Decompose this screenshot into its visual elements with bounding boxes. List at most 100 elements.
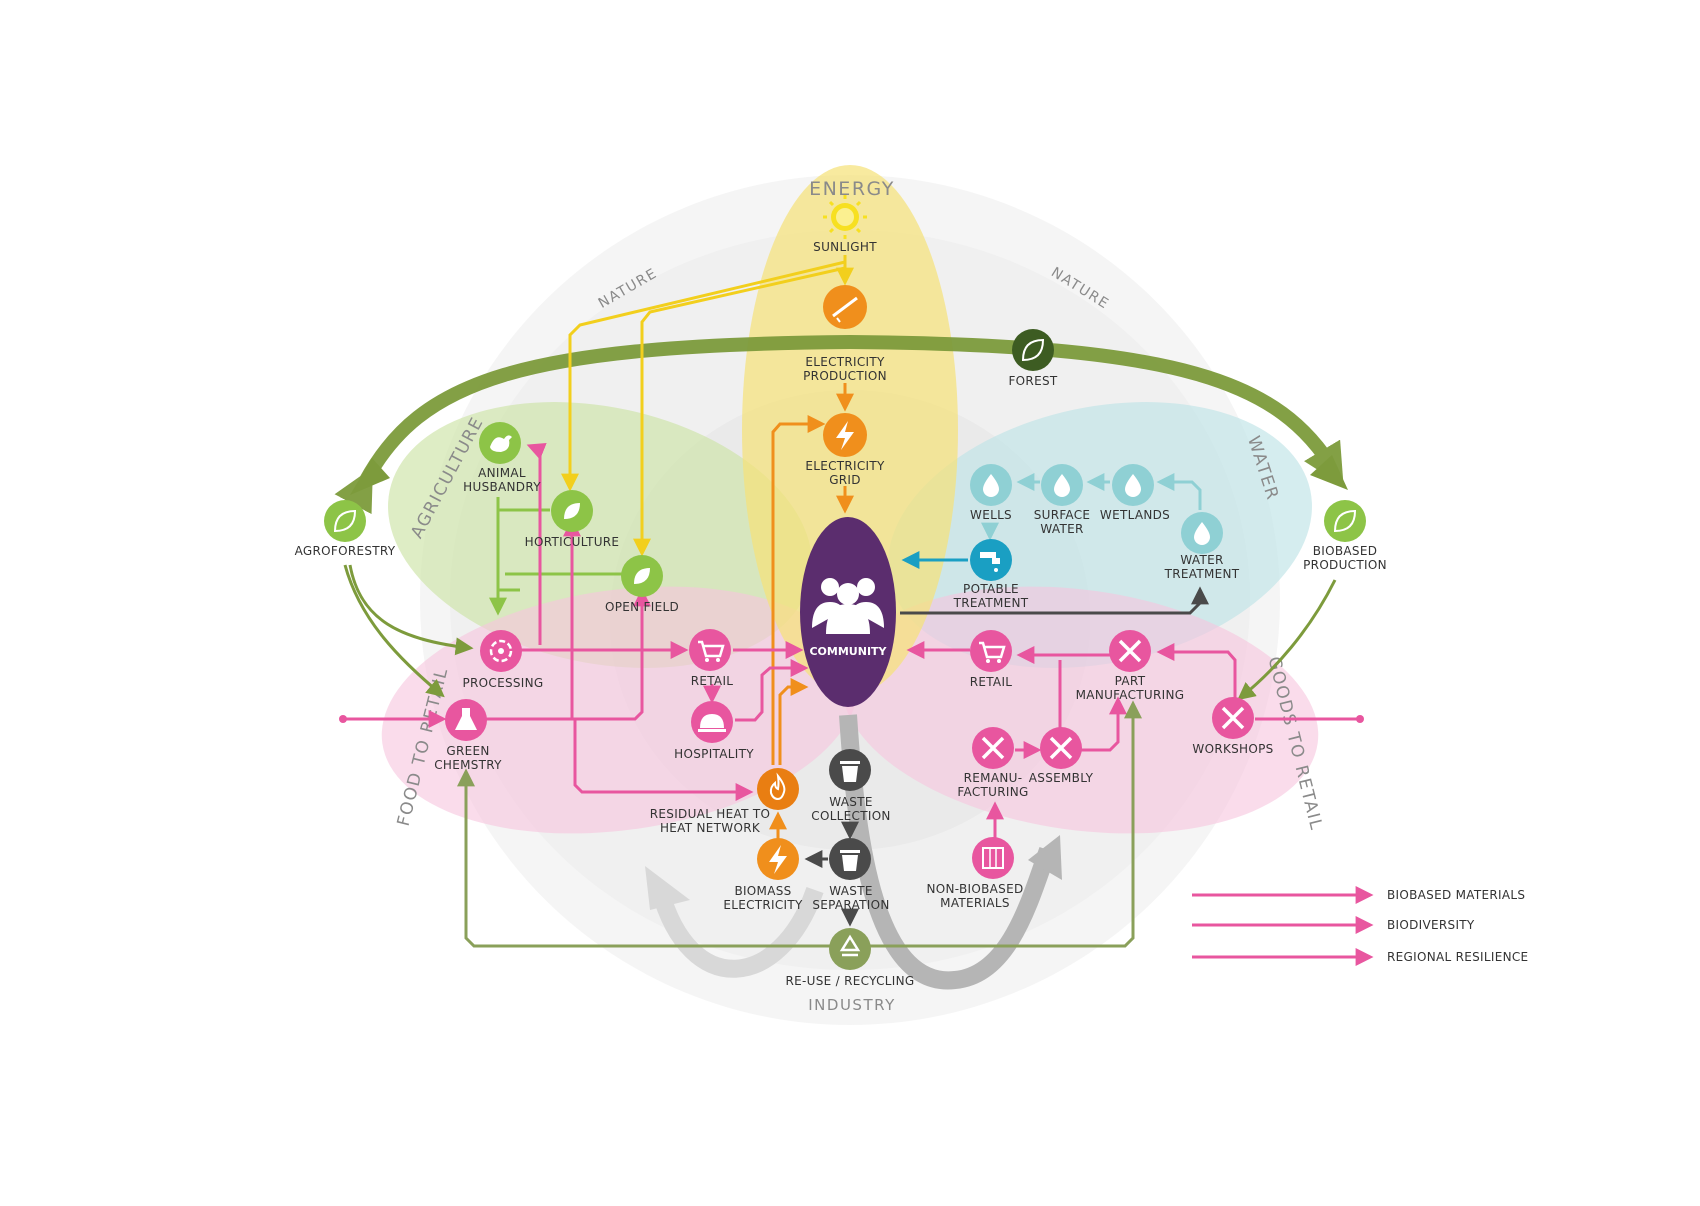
- node-label-remanufacturing-1: REMANU-: [964, 771, 1023, 785]
- node-label-retail-right: RETAIL: [970, 675, 1013, 689]
- node-label-biomass-electricity-2: ELECTRICITY: [723, 898, 803, 912]
- legend-item-biodiversity: BIODIVERSITY: [1192, 916, 1475, 934]
- flow-sunlight-to-open-field: [633, 266, 846, 557]
- node-label-processing: PROCESSING: [462, 676, 543, 690]
- node-waste-separation[interactable]: WASTE SEPARATION: [812, 838, 889, 912]
- legend-label: BIOBASED MATERIALS: [1387, 888, 1525, 902]
- flow-output-dot-right: [1356, 715, 1364, 723]
- cart-icon: [689, 629, 731, 671]
- node-label-waste-collection-2: COLLECTION: [811, 809, 890, 823]
- node-label-non-biobased-1: NON-BIOBASED: [927, 882, 1024, 896]
- legend-label: REGIONAL RESILIENCE: [1387, 950, 1528, 964]
- node-label-animal-husbandry-1: ANIMAL: [478, 466, 526, 480]
- community-label: COMMUNITY: [809, 645, 887, 658]
- flow-recycling-loop: [464, 708, 1135, 948]
- goods-to-retail-zone: [841, 586, 1319, 834]
- energy-flows: [561, 255, 854, 557]
- node-biomass-electricity[interactable]: BIOMASS ELECTRICITY: [723, 838, 803, 912]
- node-biobased-production[interactable]: BIOBASED PRODUCTION: [1303, 500, 1387, 572]
- industry-loop-light-arrowhead: [645, 866, 690, 910]
- faucet-icon: [970, 539, 1012, 581]
- nature-arc-arrowhead-right: [1310, 455, 1348, 490]
- flow-assembly-to-part: [1080, 696, 1127, 752]
- industry-loop-light: [651, 886, 824, 978]
- node-wetlands[interactable]: WETLANDS: [1100, 464, 1170, 522]
- agriculture-flows: [489, 497, 622, 616]
- node-label-water-treatment-2: TREATMENT: [1164, 567, 1240, 581]
- zone-label-industry: INDUSTRY: [808, 996, 895, 1014]
- node-label-electricity-production-2: PRODUCTION: [803, 369, 887, 383]
- node-non-biobased-materials[interactable]: NON-BIOBASED MATERIALS: [927, 837, 1024, 910]
- node-water-treatment[interactable]: WATER TREATMENT: [1164, 512, 1240, 581]
- node-retail-left[interactable]: RETAIL: [689, 629, 733, 688]
- orange-flows: [769, 383, 854, 840]
- node-electricity-grid[interactable]: ELECTRICITY GRID: [805, 413, 885, 487]
- node-wells[interactable]: WELLS: [970, 464, 1012, 522]
- node-forest[interactable]: FOREST: [1008, 329, 1058, 388]
- water-flows: [900, 473, 1209, 615]
- node-agroforestry[interactable]: AGROFORESTRY: [295, 500, 396, 558]
- node-remanufacturing[interactable]: REMANU- FACTURING: [957, 727, 1028, 799]
- node-label-waste-collection-1: WASTE: [829, 795, 872, 809]
- legend-label: BIODIVERSITY: [1387, 918, 1475, 932]
- node-animal-husbandry[interactable]: ANIMAL HUSBANDRY: [463, 422, 541, 494]
- flow-input-dot-left: [339, 715, 347, 723]
- node-label-green-chemistry-1: GREEN: [446, 744, 489, 758]
- flow-sunlight-to-horticulture: [561, 260, 846, 492]
- node-retail-right[interactable]: RETAIL: [970, 630, 1013, 689]
- node-processing[interactable]: PROCESSING: [462, 630, 543, 690]
- community-node[interactable]: COMMUNITY: [800, 517, 896, 707]
- flow-workshops-to-part: [1156, 643, 1237, 700]
- flow-treatment-to-wetlands: [1156, 473, 1202, 510]
- node-label-biobased-production-2: PRODUCTION: [1303, 558, 1387, 572]
- node-label-part-manufacturing-1: PART: [1115, 674, 1146, 688]
- pink-flows: [339, 442, 1364, 838]
- node-waste-collection[interactable]: WASTE COLLECTION: [811, 749, 890, 823]
- node-solar-panel[interactable]: [823, 285, 867, 329]
- leaf-icon: [1324, 500, 1366, 542]
- legend-item-regional-resilience: REGIONAL RESILIENCE: [1192, 948, 1528, 966]
- leaf-icon: [1012, 329, 1054, 371]
- flow-hospitality-to-community: [735, 659, 809, 722]
- node-label-part-manufacturing-2: MANUFACTURING: [1076, 688, 1185, 702]
- nature-flows: [343, 564, 1337, 701]
- industry-loop: [645, 714, 1062, 990]
- node-workshops[interactable]: WORKSHOPS: [1192, 697, 1273, 756]
- node-part-manufacturing[interactable]: PART MANUFACTURING: [1076, 630, 1185, 702]
- node-label-hospitality: HOSPITALITY: [674, 747, 754, 761]
- waste-flows: [457, 700, 1142, 948]
- node-residual-heat[interactable]: RESIDUAL HEAT TO HEAT NETWORK: [650, 768, 799, 835]
- node-recycling[interactable]: RE-USE / RECYCLING: [786, 928, 915, 988]
- crate-icon: [972, 837, 1014, 879]
- legend-item-biobased-materials: BIOBASED MATERIALS: [1192, 886, 1525, 904]
- node-green-chemistry[interactable]: GREEN CHEMSTRY: [434, 699, 502, 772]
- node-label-retail-left: RETAIL: [691, 674, 734, 688]
- node-open-field[interactable]: OPEN FIELD: [605, 555, 679, 614]
- node-label-biomass-electricity-1: BIOMASS: [734, 884, 791, 898]
- node-label-biobased-production-1: BIOBASED: [1313, 544, 1378, 558]
- node-label-electricity-production-1: ELECTRICITY: [805, 355, 885, 369]
- flow-community-to-water-treatment: [900, 586, 1209, 615]
- leaf-icon: [324, 500, 366, 542]
- node-surface-water[interactable]: SURFACE WATER: [1034, 464, 1091, 536]
- cart-icon: [970, 630, 1012, 672]
- flow-heat-to-grid: [771, 415, 826, 765]
- node-label-residual-heat-1: RESIDUAL HEAT TO: [650, 807, 770, 821]
- industry-loop-dark: [839, 714, 1057, 990]
- node-label-surface-water-1: SURFACE: [1034, 508, 1091, 522]
- sun-icon: [823, 195, 867, 239]
- node-hospitality[interactable]: HOSPITALITY: [674, 701, 754, 761]
- flow-biobased-to-workshops: [1237, 579, 1337, 701]
- node-potable-treatment[interactable]: POTABLE TREATMENT: [953, 539, 1029, 610]
- node-assembly[interactable]: ASSEMBLY: [1029, 727, 1094, 785]
- node-label-electricity-grid-1: ELECTRICITY: [805, 459, 885, 473]
- node-horticulture[interactable]: HORTICULTURE: [525, 490, 620, 549]
- zone-backgrounds: [381, 165, 1319, 1025]
- node-label-sunlight: SUNLIGHT: [813, 240, 877, 254]
- flow-green-chemistry-to-heat: [573, 719, 754, 801]
- node-label-remanufacturing-2: FACTURING: [957, 785, 1028, 799]
- node-label-residual-heat-2: HEAT NETWORK: [660, 821, 761, 835]
- node-label-wetlands: WETLANDS: [1100, 508, 1170, 522]
- node-sunlight[interactable]: SUNLIGHT: [813, 195, 877, 254]
